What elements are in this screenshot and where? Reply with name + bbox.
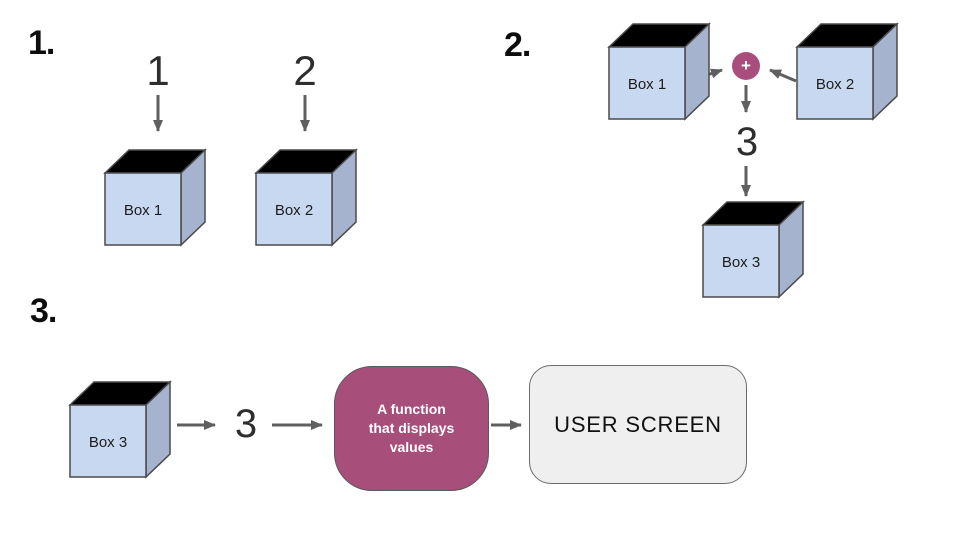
user-screen-label: USER SCREEN: [554, 411, 722, 437]
box-label: Box 2: [274, 202, 314, 219]
step3-box3-cube: Box 3: [68, 380, 172, 479]
step2-result-value: 3: [735, 120, 759, 164]
cube-icon: [68, 380, 172, 479]
display-function-node: A function that displays values: [334, 366, 489, 491]
step1-box2-cube: Box 2: [254, 148, 358, 247]
step3-value: 3: [234, 402, 258, 446]
plus-icon: +: [741, 56, 751, 75]
cube-icon: [607, 22, 711, 121]
plus-operator-badge: +: [732, 52, 760, 80]
step2-box1-cube: Box 1: [607, 22, 711, 121]
arrow-box2-to-plus: [769, 68, 797, 83]
step-1-label: 1.: [28, 24, 55, 62]
cube-icon: [103, 148, 207, 247]
cube-icon: [795, 22, 899, 121]
step1-value-2: 2: [293, 47, 317, 94]
box-label: Box 1: [123, 202, 163, 219]
box-label: Box 2: [815, 76, 855, 93]
step1-value-1: 1: [146, 47, 170, 94]
cube-icon: [701, 200, 805, 299]
step2-box3-cube: Box 3: [701, 200, 805, 299]
box-label: Box 3: [88, 434, 128, 451]
step1-box1-cube: Box 1: [103, 148, 207, 247]
step-3-label: 3.: [30, 292, 57, 330]
step-2-label: 2.: [504, 26, 531, 64]
step2-box2-cube: Box 2: [795, 22, 899, 121]
cube-icon: [254, 148, 358, 247]
box-label: Box 3: [721, 254, 761, 271]
box-label: Box 1: [627, 76, 667, 93]
display-function-label: A function that displays values: [368, 401, 455, 455]
user-screen-node: USER SCREEN: [529, 365, 747, 484]
